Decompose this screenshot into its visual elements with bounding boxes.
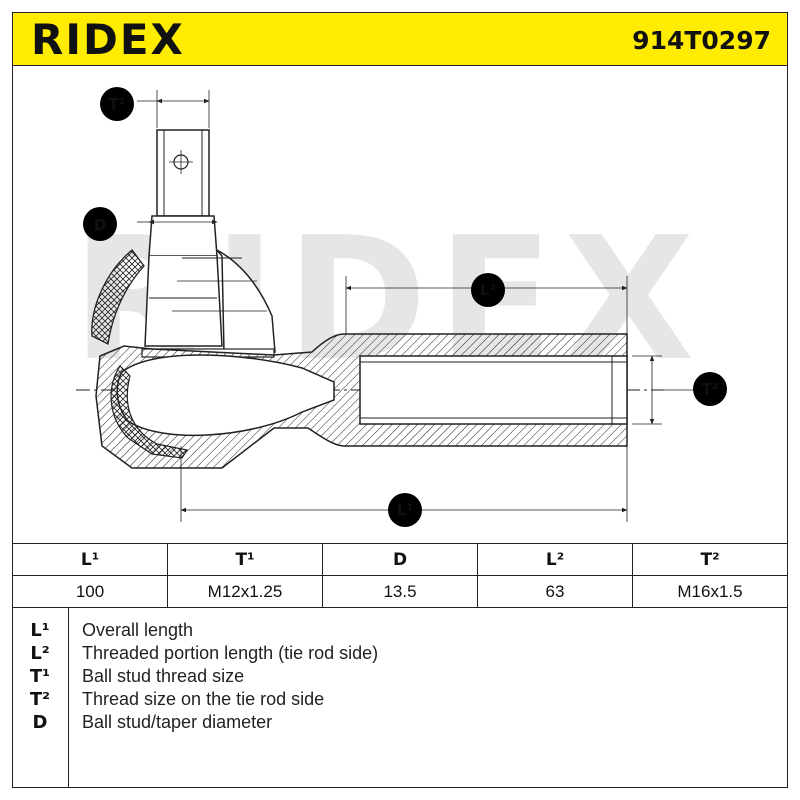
legend: L¹ Overall length L² Threaded portion le… (12, 608, 788, 788)
callout-l2-label: L² (480, 281, 496, 299)
spec-header-l2: L² (477, 543, 633, 576)
callout-t1-label: T¹ (109, 95, 126, 113)
header-bar: RIDEX 914T0297 (12, 12, 788, 66)
spec-table: L¹ T¹ D L² T² 100 M12x1.25 13.5 63 M16x1… (12, 543, 788, 608)
legend-symbol: T¹ (29, 666, 51, 687)
legend-text: Threaded portion length (tie rod side) (82, 643, 379, 663)
technical-drawing: RIDEX (72, 87, 727, 527)
legend-symbol: D (32, 712, 48, 733)
spec-header-t1: T¹ (167, 543, 323, 576)
callout-d: D (83, 207, 117, 241)
legend-symbol: L² (30, 643, 50, 664)
callout-t2: T² (693, 372, 727, 406)
legend-text: Ball stud/taper diameter (82, 712, 273, 732)
content-frame (12, 66, 788, 788)
callout-t1: T¹ (100, 87, 134, 121)
legend-text: Overall length (82, 620, 194, 640)
legend-item: D Ball stud/taper diameter (12, 711, 788, 734)
callout-t2-label: T² (702, 380, 719, 398)
legend-text: Ball stud thread size (82, 666, 245, 686)
spec-value-l2: 63 (477, 575, 633, 608)
spec-header-t2: T² (632, 543, 788, 576)
legend-item: L² Threaded portion length (tie rod side… (12, 642, 788, 665)
legend-item: T² Thread size on the tie rod side (12, 688, 788, 711)
spec-header-row: L¹ T¹ D L² T² (12, 543, 788, 576)
spec-header-l1: L¹ (12, 543, 168, 576)
callout-l2: L² (471, 273, 505, 307)
spec-value-t1: M12x1.25 (167, 575, 323, 608)
legend-item: T¹ Ball stud thread size (12, 665, 788, 688)
spec-value-row: 100 M12x1.25 13.5 63 M16x1.5 (12, 575, 788, 608)
housing-body (95, 333, 628, 469)
legend-symbol: L¹ (30, 620, 50, 641)
callout-l1: L¹ (388, 493, 422, 527)
callout-d-label: D (94, 216, 106, 234)
brand-logo: RIDEX (31, 15, 185, 64)
ball-stud (144, 129, 223, 347)
legend-divider (68, 608, 69, 788)
part-number: 914T0297 (632, 26, 771, 55)
legend-text: Thread size on the tie rod side (82, 689, 325, 709)
spec-header-d: D (322, 543, 478, 576)
legend-symbol: T² (29, 689, 51, 710)
legend-item: L¹ Overall length (12, 619, 788, 642)
spec-value-l1: 100 (12, 575, 168, 608)
dimension-t2 (632, 355, 694, 425)
dimension-t1 (137, 90, 210, 128)
spec-value-t2: M16x1.5 (632, 575, 788, 608)
callout-l1-label: L¹ (397, 501, 413, 519)
rubber-boot (91, 249, 276, 358)
spec-value-d: 13.5 (322, 575, 478, 608)
